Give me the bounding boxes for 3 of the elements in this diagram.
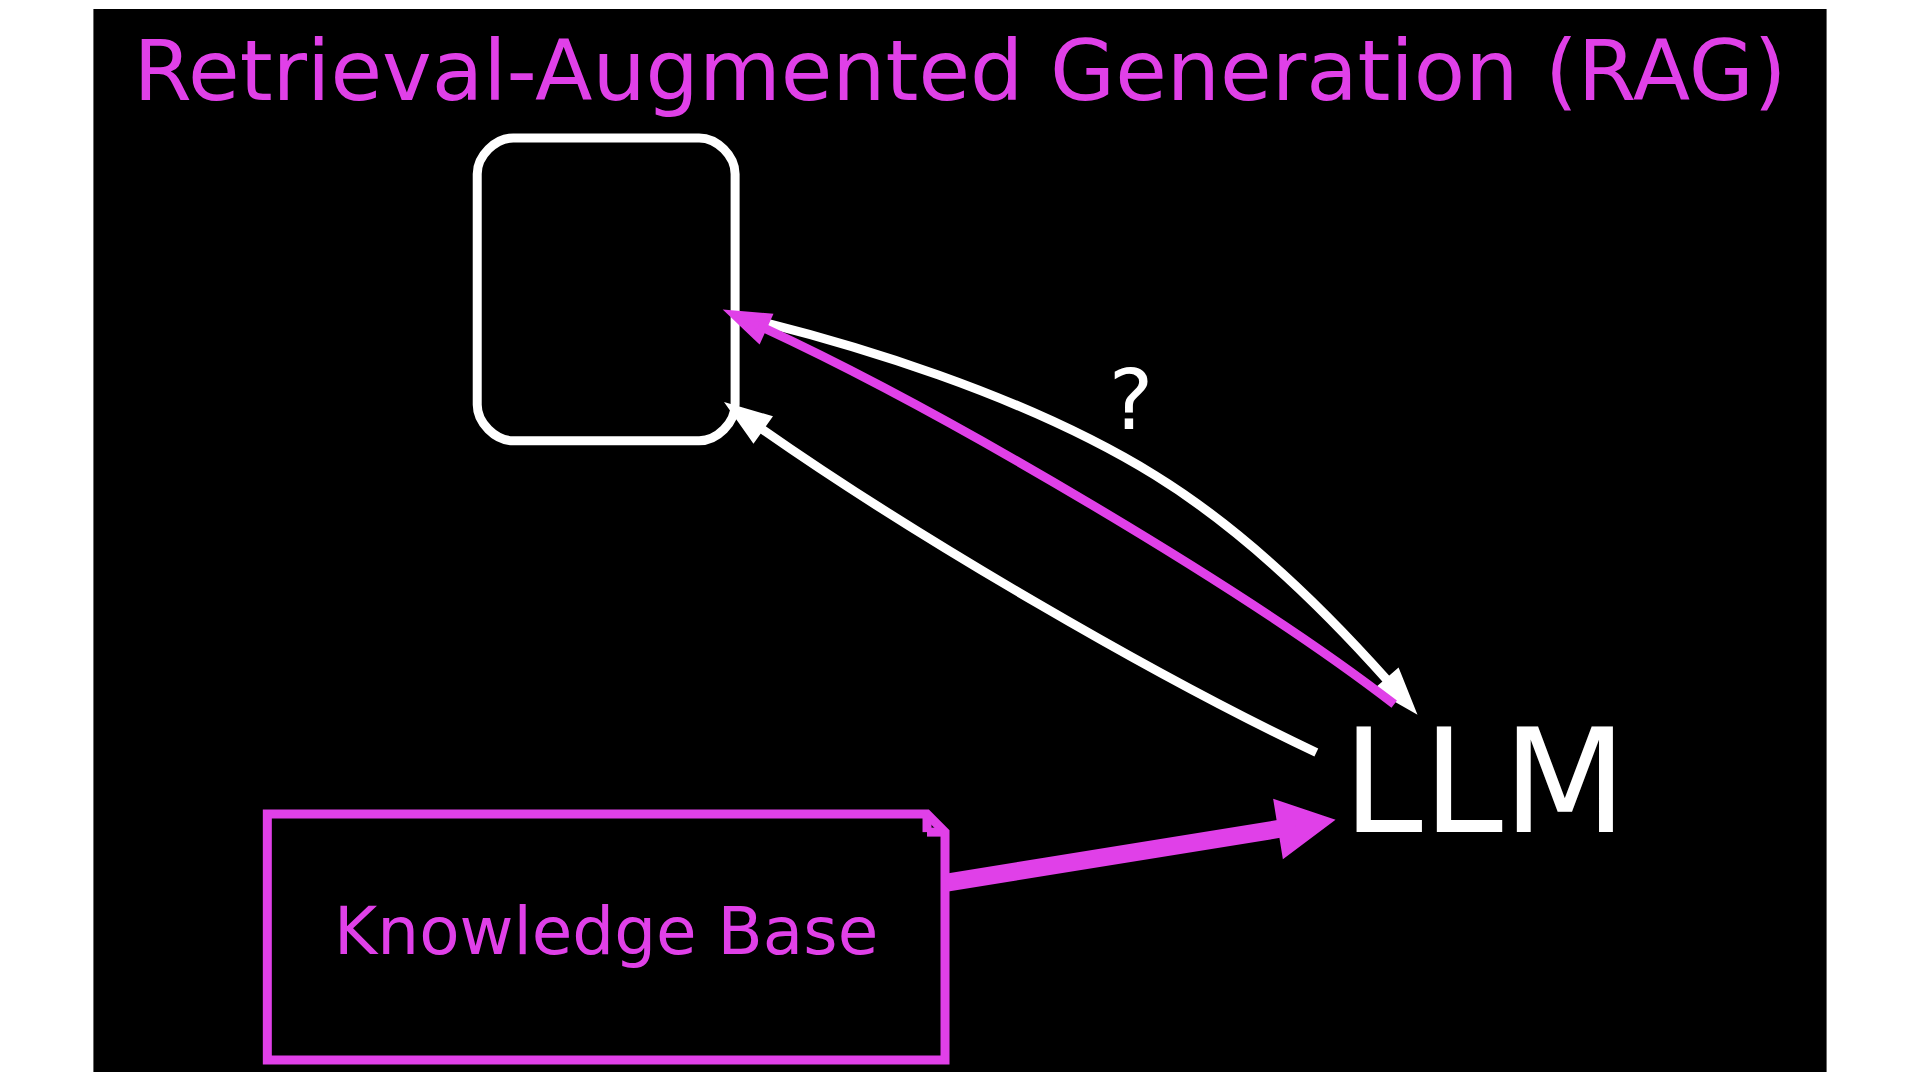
node-text: LLM [1342,697,1628,866]
edge-label: ? [1108,350,1154,448]
diagram-title: Retrieval-Augmented Generation (RAG) [133,21,1787,120]
